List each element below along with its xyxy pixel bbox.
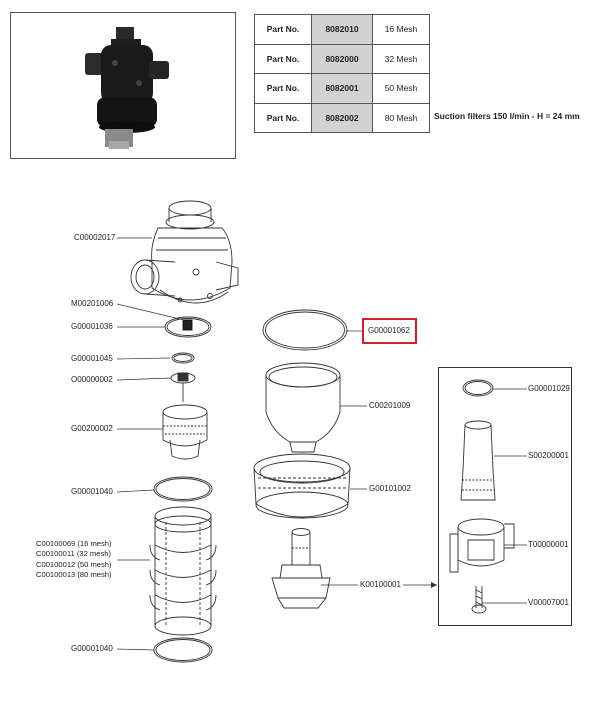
label-g00200002: G00200002: [71, 424, 113, 433]
part-label: Part No.: [254, 43, 312, 74]
mesh-variant-50: C00100012 (50 mesh): [36, 559, 112, 569]
label-g00001029: G00001029: [528, 384, 570, 393]
handle-t00000001: [449, 518, 515, 573]
label-c00201009: C00201009: [369, 401, 411, 410]
label-o00000002: O00000002: [71, 375, 113, 384]
highlight-box: [362, 318, 417, 344]
mesh-cartridge: [149, 506, 217, 636]
part-number: 8082001: [311, 73, 373, 104]
mesh-variant-80: C00100013 (80 mesh): [36, 569, 112, 579]
drain-kit-k00100001: [271, 528, 331, 609]
oring-g00001062: [262, 309, 348, 351]
label-g00001045: G00001045: [71, 354, 113, 363]
oring-g00001029: [462, 379, 494, 397]
bowl-c00201009: [265, 362, 341, 453]
part-label: Part No.: [254, 73, 312, 104]
insert-g00200002: [162, 404, 208, 460]
mesh-variant-list: C00100069 (16 mesh) C00100011 (32 mesh) …: [36, 539, 112, 580]
label-s00200001: S00200001: [528, 451, 569, 460]
mesh-variant-32: C00100011 (32 mesh): [36, 549, 111, 559]
table-row: Part No. 8082010 16 Mesh: [254, 14, 430, 45]
label-g00001062: G00001062: [368, 326, 410, 335]
plug-m00201006: [182, 319, 193, 331]
label-t00000001: T00000001: [528, 540, 569, 549]
filter-product-photo: [85, 27, 169, 149]
table-row: Part No. 8082000 32 Mesh: [254, 43, 430, 74]
part-number: 8082010: [311, 14, 373, 45]
leader-lines: [116, 237, 527, 651]
part-number: 8082000: [311, 43, 373, 74]
part-label: Part No.: [254, 14, 312, 45]
mesh-size: 16 Mesh: [372, 14, 430, 45]
product-photo-frame: [10, 12, 236, 159]
label-m00201006: M00201006: [71, 299, 114, 308]
drain-kit-detail-box: [438, 367, 572, 626]
part-label: Part No.: [254, 102, 312, 133]
label-g00001036: G00001036: [71, 322, 113, 331]
part-number: 8082002: [311, 102, 373, 133]
valve-o00000002: [170, 372, 196, 402]
label-g00001040-top: G00001040: [71, 487, 113, 496]
label-c00002017: C00002017: [74, 233, 116, 242]
suction-filter-note: Suction filters 150 l/min - H = 24 mm: [434, 111, 580, 121]
label-k00100001: K00100001: [360, 580, 401, 589]
table-row: Part No. 8082001 50 Mesh: [254, 73, 430, 104]
label-g00001040-bottom: G00001040: [71, 644, 113, 653]
mesh-size: 80 Mesh: [372, 102, 430, 133]
oring-g00001040-top: [153, 476, 213, 502]
part-number-table: Part No. 8082010 16 Mesh Part No. 808200…: [254, 14, 430, 133]
oring-g00001040-bottom: [153, 637, 213, 663]
stem-s00200001: [460, 420, 496, 501]
filter-head-part: [130, 200, 239, 304]
mesh-variant-16: C00100069 (16 mesh): [36, 539, 112, 548]
oring-g00001045: [171, 352, 195, 364]
label-g00101002: G00101002: [369, 484, 411, 493]
mesh-size: 50 Mesh: [372, 73, 430, 104]
screw-v00007001: [471, 586, 487, 614]
label-v00007001: V00007001: [528, 598, 569, 607]
arrowhead: [431, 582, 437, 588]
table-row: Part No. 8082002 80 Mesh: [254, 102, 430, 133]
mesh-size: 32 Mesh: [372, 43, 430, 74]
ring-nut-g00101002: [253, 453, 351, 519]
